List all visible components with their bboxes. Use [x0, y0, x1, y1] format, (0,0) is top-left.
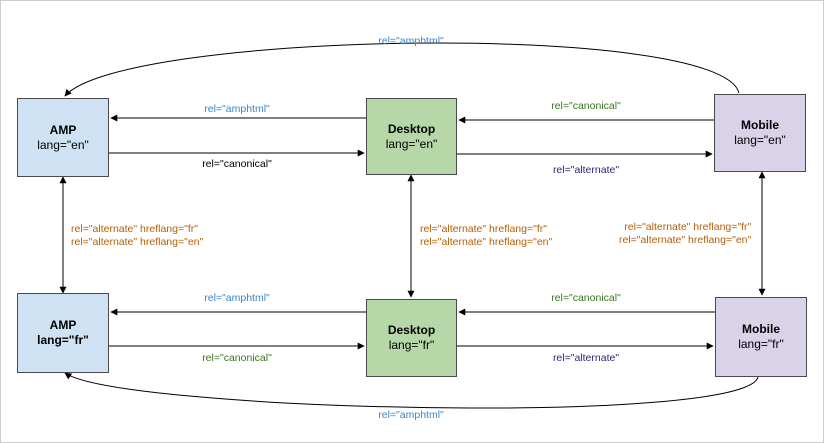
node-title: AMP	[49, 318, 77, 332]
arc-bottom-amphtml	[64, 372, 759, 409]
node-title: AMP	[49, 122, 77, 137]
node-lang: lang="en"	[734, 133, 786, 147]
hreflang-line: rel="alternate" hreflang="fr"	[420, 223, 547, 235]
label-en-amp-to-desktop: rel="canonical"	[202, 158, 272, 170]
node-title: Desktop	[387, 323, 436, 337]
node-lang: lang="en"	[37, 137, 89, 152]
node-title: Mobile	[742, 322, 780, 336]
node-title: Desktop	[387, 121, 436, 136]
hreflang-line: rel="alternate" hreflang="en"	[71, 236, 204, 248]
node-lang: lang="en"	[385, 136, 438, 151]
hreflang-line: rel="alternate" hreflang="en"	[619, 234, 752, 246]
hreflang-amp: rel="alternate" hreflang="fr" rel="alter…	[71, 223, 203, 249]
hreflang-desktop: rel="alternate" hreflang="fr" rel="alter…	[420, 223, 552, 249]
label-fr-desktop-to-amp: rel="amphtml"	[204, 292, 270, 304]
node-desktop-en: Desktop lang="en"	[366, 98, 457, 175]
arc-top-amphtml	[64, 42, 740, 97]
hreflang-mobile: rel="alternate" hreflang="fr" rel="alter…	[619, 221, 751, 247]
node-amp-en: AMP lang="en"	[17, 98, 109, 177]
label-bottom-arc: rel="amphtml"	[378, 409, 444, 421]
node-title: Mobile	[741, 118, 779, 132]
label-en-desktop-to-amp: rel="amphtml"	[204, 103, 270, 115]
node-lang: lang="fr"	[388, 338, 435, 352]
label-fr-mobile-to-desktop: rel="canonical"	[551, 292, 621, 304]
label-top-arc: rel="amphtml"	[378, 35, 444, 47]
node-mobile-fr: Mobile lang="fr"	[715, 297, 807, 377]
node-lang: lang="fr"	[738, 337, 784, 351]
hreflang-line: rel="alternate" hreflang="en"	[420, 236, 553, 248]
label-fr-amp-to-desktop: rel="canonical"	[202, 352, 272, 364]
node-mobile-en: Mobile lang="en"	[714, 94, 806, 172]
label-en-mobile-to-desktop: rel="canonical"	[551, 100, 621, 112]
node-lang: lang="fr"	[37, 333, 89, 347]
hreflang-line: rel="alternate" hreflang="fr"	[624, 221, 752, 233]
hreflang-line: rel="alternate" hreflang="fr"	[71, 223, 198, 235]
label-fr-desktop-to-mobile: rel="alternate"	[552, 352, 620, 364]
node-desktop-fr: Desktop lang="fr"	[366, 299, 457, 377]
label-en-desktop-to-mobile: rel="alternate"	[552, 164, 620, 176]
node-amp-fr: AMP lang="fr"	[17, 293, 109, 373]
